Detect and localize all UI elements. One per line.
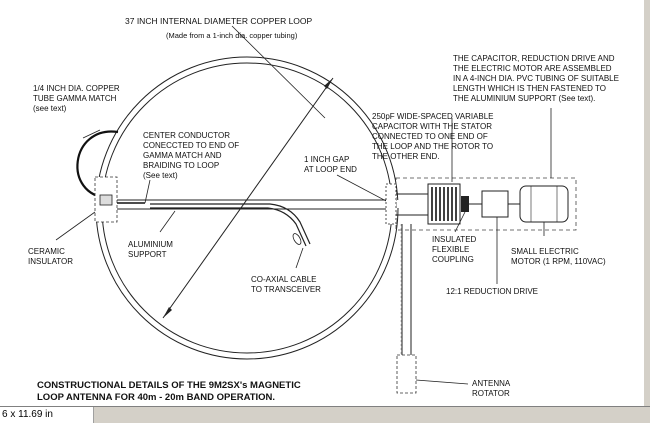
top-subtitle: (Made from a 1-inch dia. copper tubing) [166,31,298,40]
electric-motor [519,185,569,223]
reduction-drive [481,190,509,218]
title-leader [231,25,326,119]
page-size-indicator: 6 x 11.69 in [0,407,94,423]
top-title: 37 INCH INTERNAL DIAMETER COPPER LOOP [125,16,313,26]
coax-cable [150,203,311,245]
window-right-edge [644,0,650,406]
diagram-canvas: 37 INCH INTERNAL DIAMETER COPPER LOOP (M… [28,16,619,403]
antenna-rotator [396,354,417,394]
reduction-drive-label: 12:1 REDUCTION DRIVE [446,287,539,296]
loop-antenna-drawing [55,25,577,394]
diameter-line [162,77,334,319]
status-bar: 6 x 11.69 in [0,406,650,423]
flexible-coupling [461,196,469,212]
gamma-match-arc [76,130,119,200]
